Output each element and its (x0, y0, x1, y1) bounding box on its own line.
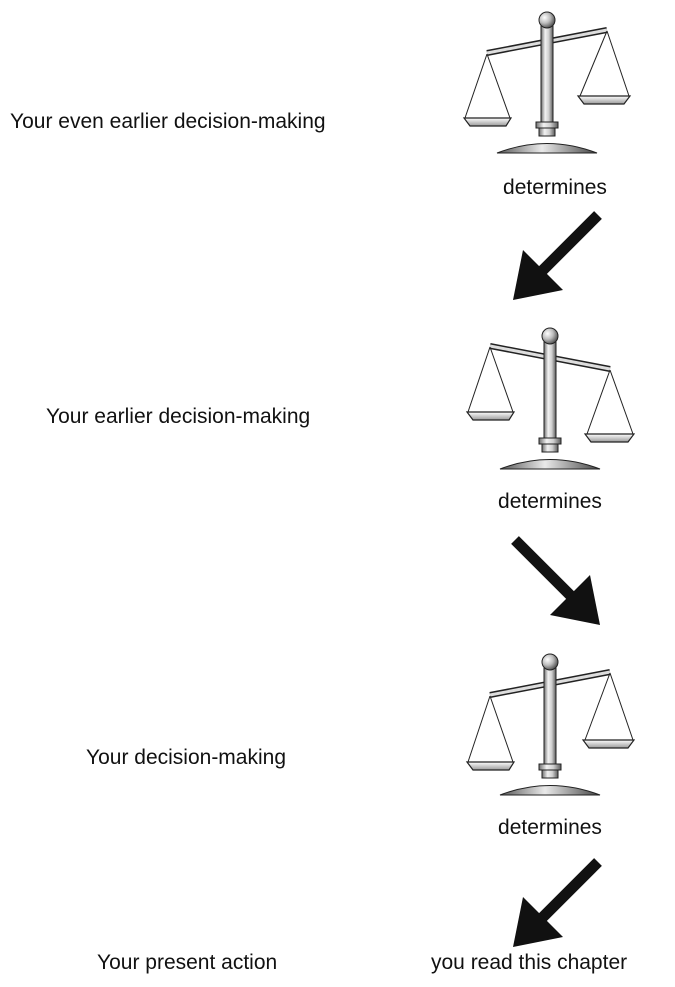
arrow-icon (511, 536, 600, 625)
row-1-label: Your even earlier decision-making (10, 110, 326, 133)
balance-scale-icon (465, 327, 635, 470)
final-left-label: Your present action (97, 951, 278, 974)
row-2-label: Your earlier decision-making (46, 405, 311, 428)
connector-label-2: determines (498, 490, 602, 513)
balance-scale-icon (465, 653, 635, 796)
connector-label-3: determines (498, 816, 602, 839)
balance-scale-icon (462, 11, 632, 154)
arrow-icon (513, 858, 602, 947)
connector-label-1: determines (503, 176, 607, 199)
arrow-icon (513, 211, 602, 300)
final-right-label: you read this chapter (431, 951, 628, 974)
row-3-label: Your decision-making (86, 746, 287, 769)
